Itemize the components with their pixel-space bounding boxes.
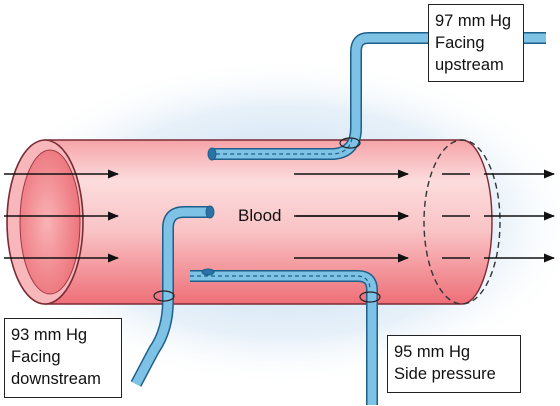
vessel-far-rim — [423, 139, 501, 305]
vessel-body — [44, 139, 493, 305]
side-probe-seal — [359, 291, 381, 303]
upstream-pressure-label: 97 mm Hg Facing upstream — [428, 4, 524, 82]
blood-label: Blood — [238, 206, 281, 225]
side-probe-opening — [201, 268, 215, 276]
flow-arrows — [4, 169, 556, 263]
upstream-pressure-value: 97 mm Hg — [435, 12, 512, 30]
downstream-pressure-value: 93 mm Hg — [11, 326, 88, 344]
downstream-probe-seal — [153, 290, 175, 302]
vessel-opening-lumen — [19, 149, 81, 295]
upstream-label-line3: upstream — [435, 56, 504, 74]
downstream-pressure-label: 93 mm Hg Facing downstream — [4, 318, 122, 398]
side-probe-tube — [190, 268, 381, 405]
downstream-probe-opening — [205, 205, 215, 219]
side-pressure-value: 95 mm Hg — [394, 343, 471, 361]
downstream-probe-tube — [130, 205, 215, 387]
downstream-label-line2: Facing — [11, 348, 61, 366]
upstream-label-line2: Facing — [435, 34, 485, 52]
side-label-line2: Side pressure — [394, 365, 496, 383]
upstream-probe-seal — [339, 137, 361, 149]
side-pressure-label: 95 mm Hg Side pressure — [387, 335, 521, 393]
upstream-probe-opening — [207, 147, 217, 161]
downstream-label-line3: downstream — [11, 370, 101, 388]
